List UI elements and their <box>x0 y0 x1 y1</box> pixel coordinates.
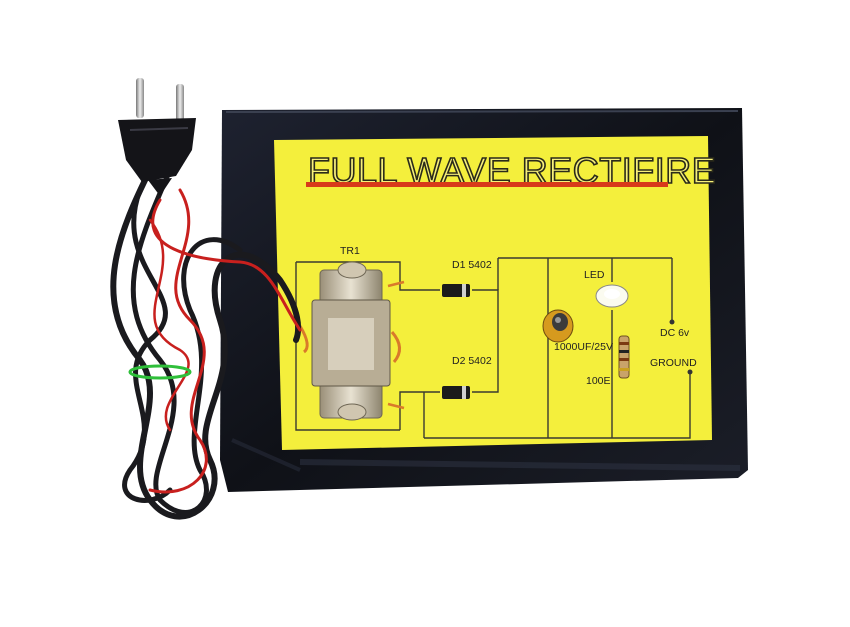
label-transformer: TR1 <box>340 245 360 257</box>
label-dc-out: DC 6v <box>660 327 690 339</box>
power-cable <box>110 167 302 520</box>
title-underline <box>306 182 668 187</box>
label-capacitor: 1000UF/25V <box>554 341 613 353</box>
led-icon <box>595 284 629 308</box>
label-led: LED <box>584 269 605 281</box>
diode-2 <box>442 386 470 399</box>
label-resistor: 100E <box>586 375 611 387</box>
resistor-icon <box>618 335 630 379</box>
label-ground: GROUND <box>650 357 697 369</box>
board-title: FULL WAVE RECTIFIRE <box>306 149 717 192</box>
rubber-band <box>128 364 192 380</box>
transformer-icon <box>298 261 405 421</box>
schematic-labels: TR1 D1 5402 D2 5402 LED 1000UF/25V 100E … <box>340 245 697 387</box>
label-diode1: D1 5402 <box>452 259 492 271</box>
diode-1 <box>442 284 470 297</box>
label-diode2: D2 5402 <box>452 355 492 367</box>
capacitor-icon <box>542 309 574 343</box>
power-plug-icon <box>118 78 196 196</box>
output-terminals <box>669 319 693 375</box>
